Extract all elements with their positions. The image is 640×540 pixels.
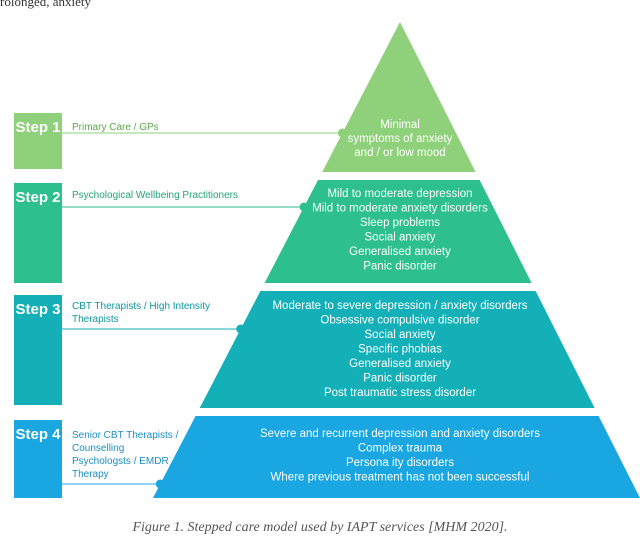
tier-2-line: Generalised anxiety [349,246,451,258]
step-3-label: Step 3 [15,301,61,318]
tier-1-line: Minimal [380,119,420,131]
stepped-care-pyramid: Minimal symptoms of anxiety and / or low m… [62,22,640,498]
step-1-label: Step 1 [15,119,61,136]
step-4-box: Step 4 [14,420,62,498]
tier-2-line: Mild to moderate depression [327,188,472,200]
tier-2-line: Social anxiety [365,232,436,244]
tier-3-line: Social anxiety [365,329,436,341]
step-4-desc-line: Senior CBT Therapists / [72,430,179,441]
tier-4-line: Severe and recurrent depression and anxi… [260,428,540,440]
step-4-description: Senior CBT Therapists / Counselling Psyc… [72,429,178,481]
tier-4-line: Persona ity disorders [346,457,454,469]
tier-3-line: Panic disorder [363,373,437,385]
tier-2-line: Sleep problems [360,217,440,229]
tier-2-line: Panic disorder [363,261,437,273]
step-4-desc-line: Psychologsts / EMDR [72,456,169,467]
step-2-label: Step 2 [15,189,61,206]
pyramid-tier-3 [199,291,595,408]
step-4-label: Step 4 [15,426,61,443]
tier-3-line: Post traumatic stress disorder [324,387,476,399]
figure-caption: Figure 1. Stepped care model used by IAP… [132,520,508,535]
step-3-box: Step 3 [14,295,62,405]
tier-1-line: symptoms of anxiety [348,133,453,145]
step-3-desc-line: Therapists [72,314,119,325]
tier-3-line: Obsessive compulsive disorder [320,315,479,327]
tier-2-line: Mild to moderate anxiety disorders [312,203,488,215]
step-2-desc-line: Psychological Wellbeing Practitioners [72,190,239,201]
step-1-box: Step 1 [14,113,62,169]
tier-4-line: Where previous treatment has not been su… [271,472,530,484]
step-3-desc-line: CBT Therapists / High Intensity [72,301,211,312]
pyramid-tier-2 [264,180,532,283]
step-3-connector-dot [236,324,246,334]
tier-3-line: Moderate to severe depression / anxiety … [272,300,527,312]
tier-3-line: Specific phobias [358,344,442,356]
step-1-desc-line: Primary Care / GPs [72,122,159,133]
pyramid-tier-1 [322,22,476,172]
step-2-description: Psychological Wellbeing Practitioners [72,189,238,202]
tier-4-line: Complex trauma [358,443,443,455]
step-2-box: Step 2 [14,183,62,283]
top-text-fragment: rolonged, anxiety [0,0,91,9]
step-4-connector-dot [155,479,165,489]
step-4-desc-line: Therapy [72,469,109,480]
tier-3-line: Generalised anxiety [349,358,451,370]
step-4-desc-line: Counselling [72,443,125,454]
step-1-description: Primary Care / GPs [72,121,159,134]
step-3-description: CBT Therapists / High Intensity Therapis… [72,300,210,326]
step-1-connector-dot [337,128,347,138]
step-2-connector-dot [299,202,309,212]
pyramid-tier-4 [153,416,640,498]
tier-1-line: and / or low mood [354,147,445,159]
